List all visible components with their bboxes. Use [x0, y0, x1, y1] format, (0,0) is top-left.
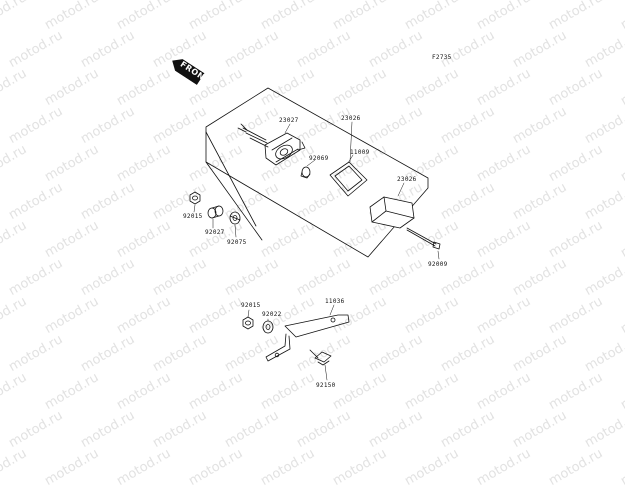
bulb [300, 166, 311, 179]
part-label: 11036 [325, 298, 345, 305]
part-label: 23026 [341, 115, 361, 122]
part-label: 92027 [205, 229, 225, 236]
parts-diagram [189, 87, 441, 381]
front-direction-tag: FRONT [169, 54, 211, 85]
part-label: 92015 [183, 213, 203, 220]
license-bracket [265, 314, 350, 362]
part-label: 92015 [241, 302, 261, 309]
nut-top [189, 191, 201, 205]
socket-assembly [237, 123, 306, 166]
gasket [329, 161, 368, 197]
assembly-outline [205, 87, 429, 258]
part-label: 23026 [397, 176, 417, 183]
part-label: 92022 [262, 311, 282, 318]
assembly-leader-lines [205, 131, 263, 241]
part-label: 11009 [350, 149, 370, 156]
nut-bottom [242, 316, 254, 330]
part-label: 92009 [428, 261, 448, 268]
screw [406, 227, 441, 250]
part-label: 92150 [316, 382, 336, 389]
part-label: 92069 [309, 155, 329, 162]
part-label: 92075 [227, 239, 247, 246]
collar [207, 205, 224, 219]
bolt [309, 349, 332, 366]
collar-bottom [262, 320, 274, 334]
part-label: 23027 [279, 117, 299, 124]
lens [369, 196, 415, 229]
grommet [229, 211, 241, 225]
diagram-code: F2735 [432, 54, 452, 61]
